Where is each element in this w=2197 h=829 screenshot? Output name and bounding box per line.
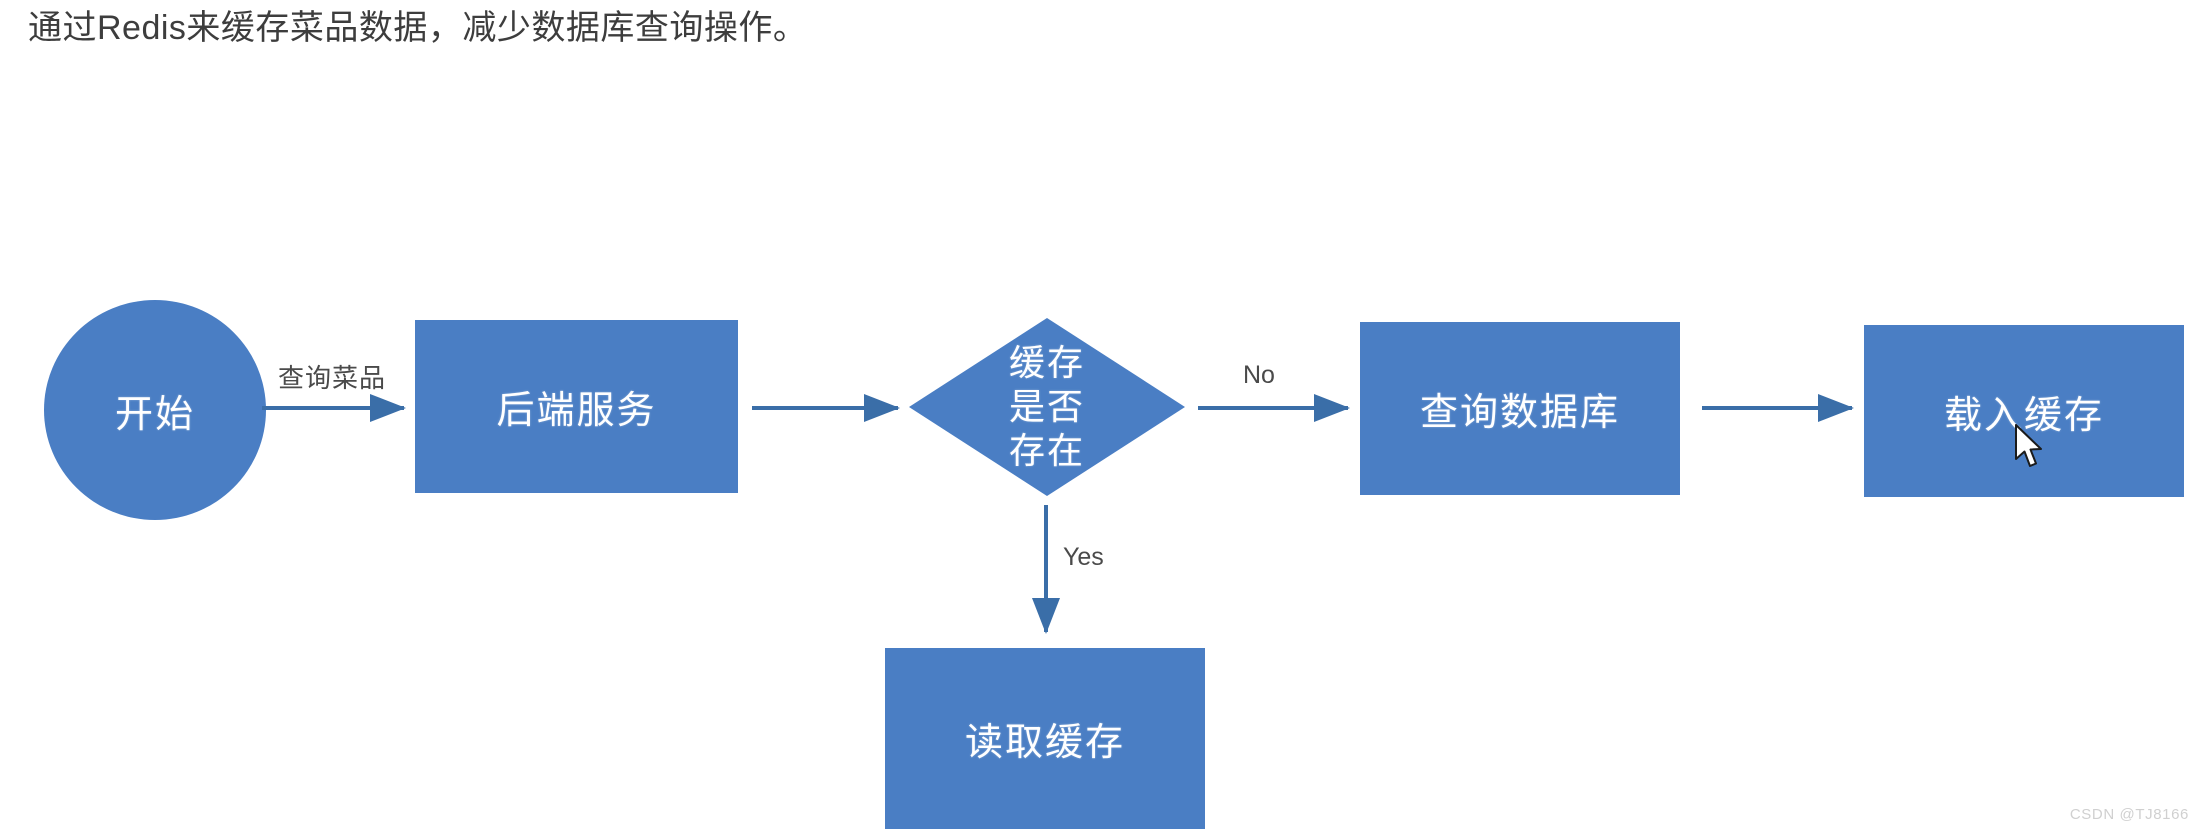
page-title: 通过Redis来缓存菜品数据，减少数据库查询操作。 <box>28 9 808 47</box>
node-cache-decision[interactable] <box>909 318 1185 496</box>
edge-label-no: No <box>1243 361 1275 389</box>
edge-label-query-dish: 查询菜品 <box>278 363 387 393</box>
node-query-database[interactable] <box>1360 322 1680 495</box>
edge-label-yes: Yes <box>1063 543 1104 571</box>
watermark-text: CSDN @TJ8166 <box>2069 806 2189 823</box>
node-load-cache[interactable] <box>1864 325 2184 497</box>
node-read-cache[interactable] <box>885 648 1205 829</box>
node-backend-service[interactable] <box>415 320 738 493</box>
node-start[interactable] <box>44 300 266 520</box>
